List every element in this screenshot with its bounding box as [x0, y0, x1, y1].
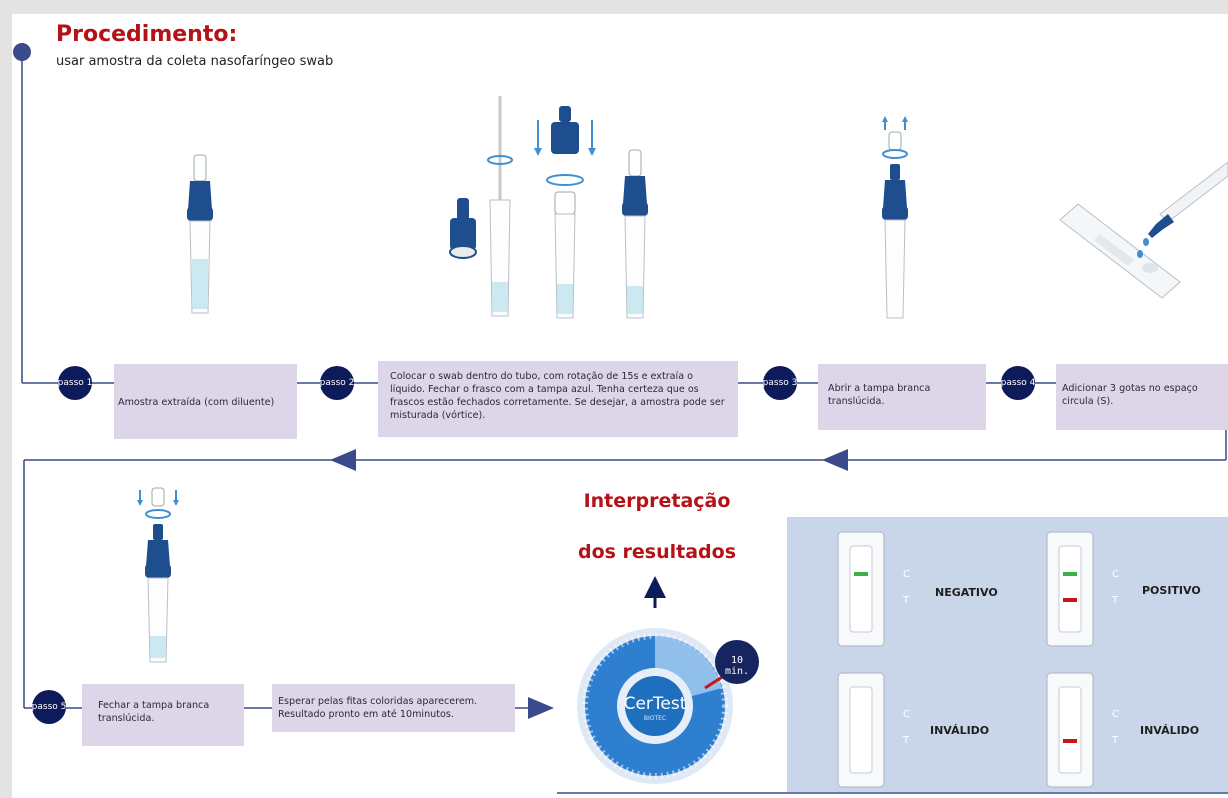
result-label-positive: POSITIVO	[1142, 584, 1201, 597]
arrow-right-icon	[528, 697, 554, 719]
result-label-invalid: INVÁLIDO	[930, 724, 990, 737]
timer-brand-sub: BIOTEC	[643, 715, 667, 722]
wait-box: Esperar pelas fitas coloridas aparecerem…	[272, 684, 515, 732]
result-cassette	[1046, 672, 1094, 788]
step-3-text: Abrir a tampa branca translúcida.	[828, 383, 931, 407]
step-2-text: Colocar o swab dentro do tubo, com rotaç…	[390, 371, 725, 421]
arrow-up-icon	[644, 576, 666, 598]
cassette-dropper-illustration	[1059, 161, 1228, 299]
interpretation-title-line2: dos resultados	[577, 541, 737, 563]
result-cassettes	[787, 517, 1228, 792]
step-4-text: Adicionar 3 gotas no espaço circula (S).	[1062, 383, 1198, 407]
step-4-box: Adicionar 3 gotas no espaço circula (S).	[1056, 364, 1228, 430]
arrow-left-icon	[822, 449, 848, 471]
timer-badge-text: 10 min.	[724, 655, 750, 677]
timer-brand: CerTest	[623, 694, 687, 714]
wait-text: Esperar pelas fitas coloridas aparecerem…	[278, 696, 478, 720]
open-cap-tube-illustration	[882, 116, 908, 319]
step-2-badge: passo 2	[320, 366, 354, 400]
result-label-invalid: INVÁLIDO	[1140, 724, 1200, 737]
control-line	[1063, 572, 1077, 576]
result-cassette	[837, 672, 885, 788]
cassette-marking-c: C	[903, 569, 910, 580]
control-line	[854, 572, 868, 576]
result-label-negative: NEGATIVO	[935, 586, 998, 599]
timer-dial	[577, 628, 759, 784]
cap-illustration	[449, 198, 477, 259]
cassette-marking-t: T	[1112, 595, 1119, 606]
step-5-badge: passo 5	[32, 690, 66, 724]
timer-badge	[715, 640, 759, 684]
step-4-badge: passo 4	[1001, 366, 1035, 400]
test-line	[1063, 739, 1077, 743]
step-2-box: Colocar o swab dentro do tubo, com rotaç…	[378, 361, 738, 437]
swab-tube-illustration	[487, 96, 513, 317]
cassette-marking-c: C	[1112, 709, 1119, 720]
cassette-marking-c: C	[1112, 569, 1119, 580]
page-subtitle: usar amostra da coleta nasofaríngeo swab	[56, 54, 334, 69]
interpretation-title-line1: Interpretação	[583, 490, 731, 512]
step-5-text: Fechar a tampa branca translúcida.	[98, 700, 210, 724]
cap-tube-illustration	[534, 106, 596, 319]
result-cassette	[837, 531, 885, 647]
cassette-marking-t: T	[903, 735, 910, 746]
step-3-badge: passo 3	[763, 366, 797, 400]
test-line	[1063, 598, 1077, 602]
step-1-badge: passo 1	[58, 366, 92, 400]
cassette-marking-t: T	[1112, 735, 1119, 746]
page-title: Procedimento:	[56, 22, 238, 47]
cassette-marking-c: C	[903, 709, 910, 720]
closed-tube-illustration	[622, 149, 648, 319]
tube-illustration	[187, 154, 213, 314]
result-cassette	[1046, 531, 1094, 647]
closing-cap-tube-illustration	[137, 487, 179, 663]
arrow-left-icon	[330, 449, 356, 471]
step-5-box: Fechar a tampa branca translúcida.	[82, 684, 244, 746]
step-1-text: Amostra extraída (com diluente)	[118, 397, 275, 408]
cassette-marking-t: T	[903, 595, 910, 606]
step-1-box: Amostra extraída (com diluente)	[114, 364, 297, 439]
step-3-box: Abrir a tampa branca translúcida.	[818, 364, 986, 430]
